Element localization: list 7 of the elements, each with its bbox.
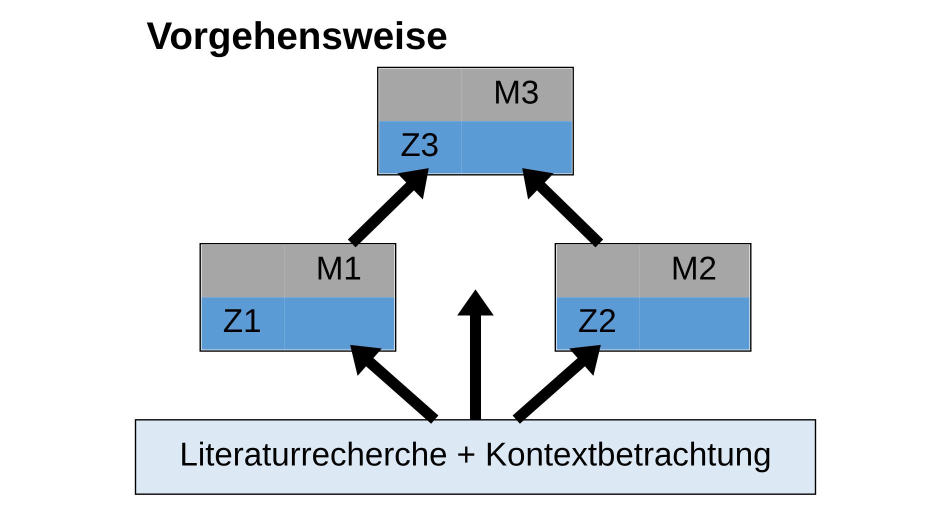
arrow — [522, 168, 604, 248]
arrow — [512, 344, 601, 424]
diagram-title: Vorgehensweise — [146, 14, 448, 58]
node-box: Literaturrecherche + Kontextbetrachtung — [134, 419, 816, 495]
arrow — [350, 344, 438, 424]
arrow — [457, 289, 494, 420]
arrow — [348, 168, 429, 248]
